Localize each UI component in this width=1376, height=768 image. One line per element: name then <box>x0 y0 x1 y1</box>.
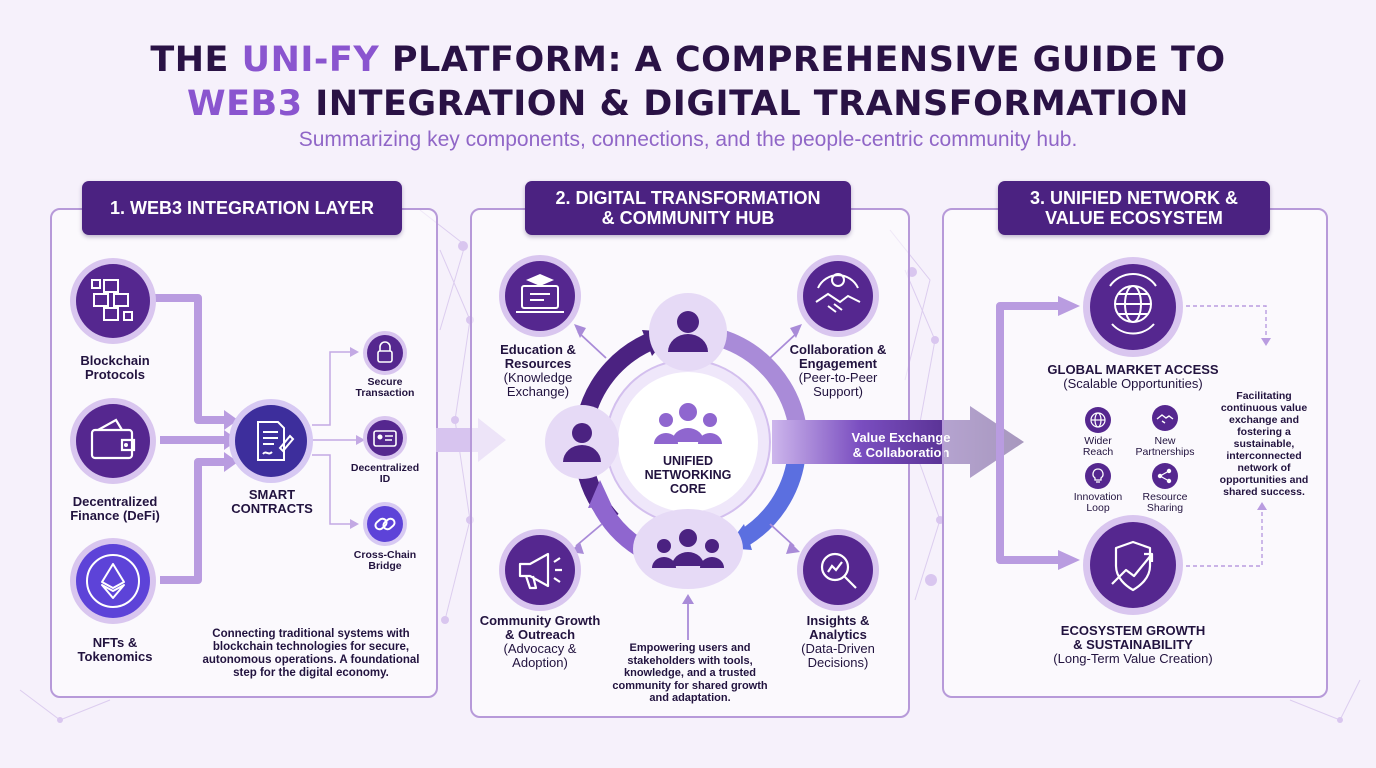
title-accent-unify: UNI-FY <box>241 40 380 80</box>
bulb-icon <box>1084 462 1112 495</box>
panel-2-heading: 2. DIGITAL TRANSFORMATION& COMMUNITY HUB <box>525 181 851 235</box>
ethereum-icon <box>68 536 158 631</box>
id-card-icon <box>362 415 408 466</box>
person-left-icon <box>544 404 620 485</box>
growth-shield-icon <box>1082 514 1184 621</box>
ecosystem-growth-label: ECOSYSTEM GROWTH& SUSTAINABILITY(Long-Te… <box>1053 623 1213 666</box>
globe-icon <box>1082 256 1184 363</box>
panel-3-heading: 3. UNIFIED NETWORK &VALUE ECOSYSTEM <box>998 181 1270 235</box>
wallet-icon <box>68 396 158 491</box>
panel-1-heading: 1. WEB3 INTEGRATION LAYER <box>82 181 402 235</box>
panel-1-description: Connecting traditional systems with bloc… <box>202 628 420 679</box>
lock-icon <box>362 330 408 381</box>
share-icon <box>1151 462 1179 495</box>
panel-2-description: Empowering users and stakeholders with t… <box>612 642 768 704</box>
group-bottom-icon <box>632 508 744 595</box>
blocks-icon <box>68 256 158 351</box>
analytics-magnifier-icon <box>796 528 880 617</box>
handshake-small-icon <box>1151 404 1179 437</box>
link-icon <box>362 501 408 552</box>
page-title-line-1: THE UNI-FY PLATFORM: A COMPREHENSIVE GUI… <box>150 40 1226 80</box>
value-exchange-label: Value Exchange& Collaboration <box>851 430 951 460</box>
core-group-icon <box>644 398 732 457</box>
global-market-label: GLOBAL MARKET ACCESS(Scalable Opportunit… <box>1047 362 1219 391</box>
globe-small-icon <box>1084 406 1112 439</box>
source-label-nft: NFTs &Tokenomics <box>77 635 153 664</box>
handshake-icon <box>796 254 880 343</box>
page-title-line-2: WEB3 INTEGRATION & DIGITAL TRANSFORMATIO… <box>187 84 1189 124</box>
title-accent-web3: WEB3 <box>187 84 303 124</box>
person-top-icon <box>648 292 728 377</box>
contract-icon <box>228 398 314 489</box>
satellite-community-growth: Community Growth& Outreach(Advocacy &Ado… <box>479 613 601 670</box>
panel-3-note: Facilitating continuous value exchange a… <box>1219 390 1309 498</box>
megaphone-icon <box>498 528 582 617</box>
page-subtitle: Summarizing key components, connections,… <box>298 128 1078 151</box>
laptop-graduation-icon <box>498 254 582 343</box>
